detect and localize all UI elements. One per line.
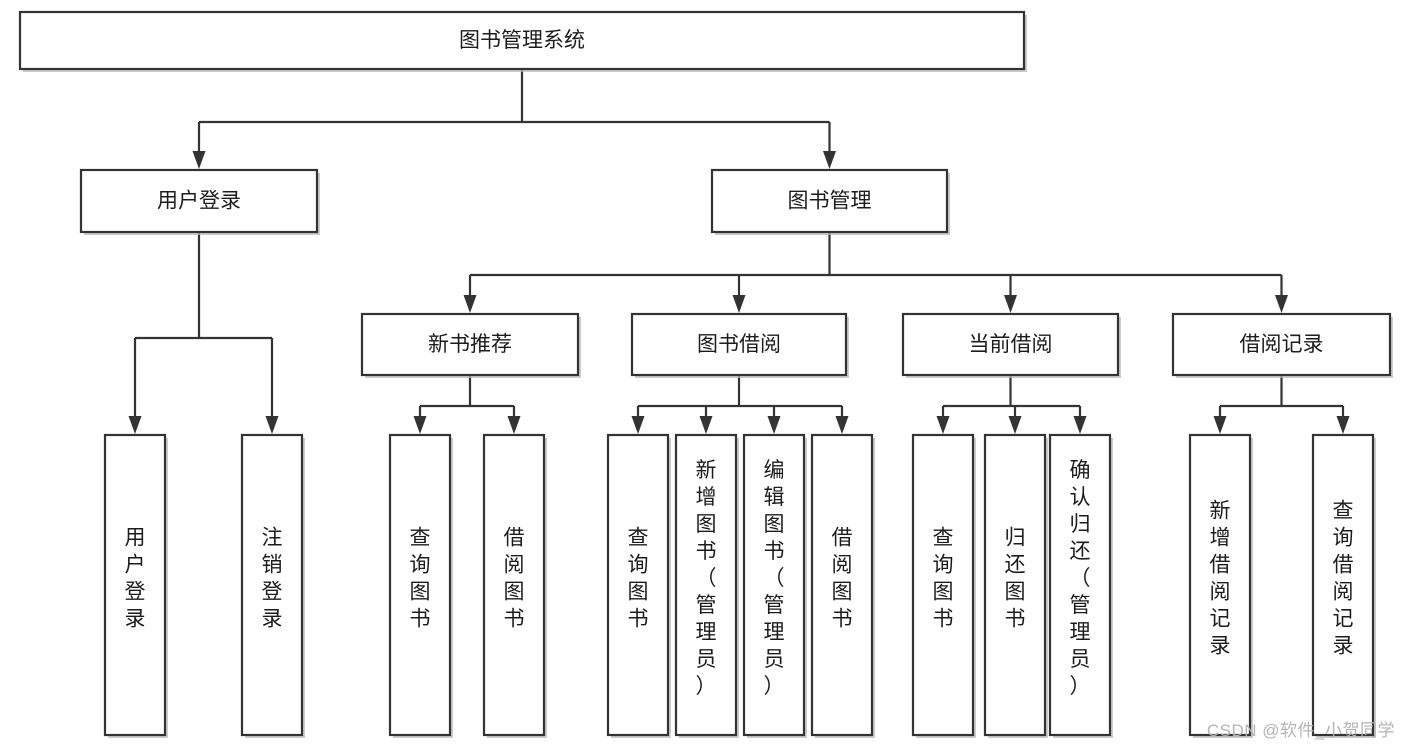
node-label: 图书管理 bbox=[788, 190, 872, 213]
node-label: 当前借阅 bbox=[969, 333, 1053, 356]
arrow-head-icon bbox=[1008, 416, 1022, 434]
node-label: 借阅记录 bbox=[1240, 333, 1324, 356]
connector-group bbox=[463, 232, 1288, 313]
node-leaf-user-login[interactable]: 用户登录 bbox=[103, 433, 168, 738]
arrow-head-icon bbox=[823, 151, 836, 169]
node-leaf-logout[interactable]: 注销登录 bbox=[240, 433, 305, 738]
node-current-borrow[interactable]: 当前借阅 bbox=[901, 312, 1121, 378]
node-label: 用户登录 bbox=[125, 527, 146, 631]
arrow-head-icon bbox=[265, 416, 279, 434]
connector-group bbox=[413, 375, 521, 434]
arrow-head-icon bbox=[1336, 416, 1350, 434]
arrow-head-icon bbox=[128, 416, 142, 434]
node-box[interactable] bbox=[388, 433, 452, 737]
node-box[interactable] bbox=[901, 312, 1120, 377]
node-new-book-rec[interactable]: 新书推荐 bbox=[360, 312, 581, 378]
node-layer: 图书管理系统用户登录图书管理新书推荐图书借阅当前借阅借阅记录用户登录注销登录查询… bbox=[18, 10, 1393, 738]
arrow-head-icon bbox=[1213, 416, 1227, 434]
arrow-head-icon bbox=[1004, 295, 1017, 313]
node-box[interactable] bbox=[103, 433, 167, 737]
node-label: 编辑图书（管理员） bbox=[764, 459, 785, 698]
node-box[interactable] bbox=[79, 168, 319, 234]
node-label: 新增图书（管理员） bbox=[696, 459, 717, 698]
arrow-head-icon bbox=[507, 416, 521, 434]
arrow-head-icon bbox=[835, 416, 849, 434]
node-box[interactable] bbox=[606, 433, 670, 737]
node-box[interactable] bbox=[18, 10, 1026, 71]
arrow-head-icon bbox=[192, 151, 206, 169]
arrow-head-icon bbox=[1073, 416, 1087, 434]
node-box[interactable] bbox=[710, 168, 949, 234]
node-book-manage[interactable]: 图书管理 bbox=[710, 168, 950, 235]
arrow-head-icon bbox=[1275, 295, 1288, 313]
node-label: 新增借阅记录 bbox=[1210, 500, 1231, 658]
arrow-head-icon bbox=[463, 295, 477, 313]
node-label: 借阅图书 bbox=[504, 527, 525, 631]
node-label: 新书推荐 bbox=[428, 333, 512, 356]
connector-group bbox=[192, 69, 836, 169]
watermark: CSDN @软件_小贺同学 bbox=[1206, 721, 1395, 740]
node-box[interactable] bbox=[360, 312, 580, 377]
node-label: 注销登录 bbox=[262, 527, 283, 631]
node-label: 图书借阅 bbox=[697, 333, 781, 356]
node-box[interactable] bbox=[1171, 312, 1392, 377]
node-box[interactable] bbox=[911, 433, 975, 737]
node-leaf-add-record[interactable]: 新增借阅记录 bbox=[1188, 433, 1253, 738]
node-box[interactable] bbox=[983, 433, 1047, 737]
node-label: 借阅图书 bbox=[832, 527, 853, 631]
node-leaf-query-book-borrow[interactable]: 查询图书 bbox=[606, 433, 671, 738]
arrow-head-icon bbox=[732, 295, 746, 313]
node-label: 用户登录 bbox=[157, 190, 241, 213]
node-label: 归还图书 bbox=[1005, 527, 1026, 631]
connector-layer bbox=[128, 69, 1350, 434]
node-leaf-borrow-book[interactable]: 借阅图书 bbox=[810, 433, 875, 738]
node-leaf-add-book[interactable]: 新增图书（管理员） bbox=[674, 433, 739, 738]
connector-group bbox=[1213, 375, 1350, 434]
node-label: 查询图书 bbox=[410, 527, 431, 631]
node-box[interactable] bbox=[1188, 433, 1252, 737]
node-leaf-edit-book[interactable]: 编辑图书（管理员） bbox=[742, 433, 807, 738]
node-box[interactable] bbox=[674, 433, 738, 737]
node-leaf-borrow-book-rec[interactable]: 借阅图书 bbox=[482, 433, 547, 738]
node-book-borrow[interactable]: 图书借阅 bbox=[630, 312, 849, 378]
arrow-head-icon bbox=[767, 416, 781, 434]
node-label: 确认归还（管理员） bbox=[1070, 459, 1091, 698]
node-leaf-query-book-current[interactable]: 查询图书 bbox=[911, 433, 976, 738]
connector-group bbox=[936, 375, 1087, 434]
arrow-head-icon bbox=[413, 416, 427, 434]
node-borrow-record[interactable]: 借阅记录 bbox=[1171, 312, 1393, 378]
node-leaf-confirm-return[interactable]: 确认归还（管理员） bbox=[1048, 433, 1113, 738]
node-label: 图书管理系统 bbox=[459, 29, 585, 52]
node-box[interactable] bbox=[630, 312, 848, 377]
node-box[interactable] bbox=[240, 433, 304, 737]
node-box[interactable] bbox=[1311, 433, 1375, 737]
node-user-login[interactable]: 用户登录 bbox=[79, 168, 320, 235]
node-box[interactable] bbox=[482, 433, 546, 737]
node-label: 查询图书 bbox=[933, 527, 954, 631]
node-box[interactable] bbox=[742, 433, 806, 737]
arrow-head-icon bbox=[936, 416, 950, 434]
node-box[interactable] bbox=[1048, 433, 1112, 737]
connector-group bbox=[128, 232, 279, 434]
node-leaf-query-book-rec[interactable]: 查询图书 bbox=[388, 433, 453, 738]
node-leaf-return-book[interactable]: 归还图书 bbox=[983, 433, 1048, 738]
node-leaf-query-record[interactable]: 查询借阅记录 bbox=[1311, 433, 1376, 738]
node-label: 查询图书 bbox=[628, 527, 649, 631]
connector-group bbox=[631, 375, 849, 434]
node-root[interactable]: 图书管理系统 bbox=[18, 10, 1027, 72]
arrow-head-icon bbox=[699, 416, 713, 434]
arrow-head-icon bbox=[631, 416, 645, 434]
node-box[interactable] bbox=[810, 433, 874, 737]
node-label: 查询借阅记录 bbox=[1333, 500, 1354, 658]
